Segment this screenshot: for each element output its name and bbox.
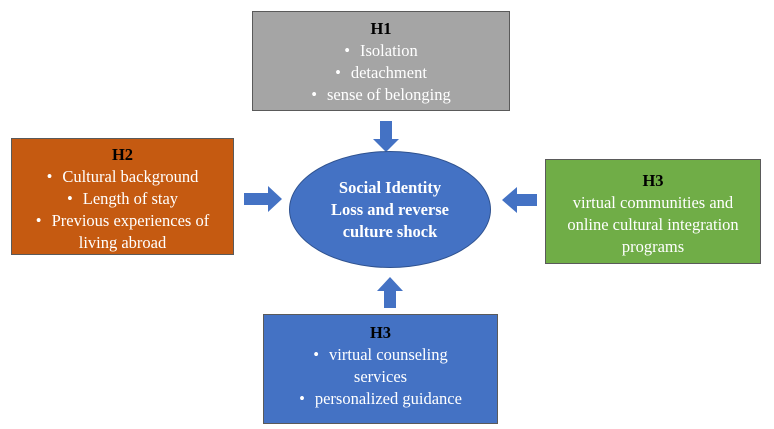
- bullet-icon: •: [66, 189, 73, 208]
- central-concept-ellipse: Social Identity Loss and reverse culture…: [289, 151, 491, 268]
- bullet-icon: •: [299, 389, 305, 408]
- hypothesis-box-h3-bottom: H3 • virtual counseling services • persona…: [263, 314, 498, 424]
- central-concept-label: Social Identity Loss and reverse culture…: [331, 177, 449, 241]
- hypothesis-box-h1: H1 • Isolation • detachment • sense of belo…: [252, 11, 510, 111]
- h3-bottom-title: H3: [369, 323, 392, 342]
- h2-title: H2: [111, 145, 134, 164]
- h3-bottom-item-label: personalized guidance: [314, 389, 462, 408]
- bullet-icon: •: [344, 41, 351, 60]
- h1-item-label: detachment: [350, 63, 427, 82]
- h3-bottom-item: • personalized guidance: [264, 388, 497, 410]
- h1-item: • detachment: [253, 62, 509, 84]
- h2-item-label: Previous experiences of living abroad: [51, 211, 210, 252]
- arrow-h1-to-center: [373, 121, 399, 152]
- h3-right-title: H3: [642, 171, 664, 190]
- h2-item: • Length of stay: [12, 188, 233, 210]
- bullet-icon: •: [335, 63, 341, 82]
- h3-bottom-item: • virtual counseling services: [264, 344, 497, 388]
- arrow-h3-right-to-center: [502, 187, 537, 213]
- h2-item-label: Length of stay: [82, 189, 179, 208]
- h3-right-text: virtual communities and online cultural …: [567, 193, 739, 256]
- hypothesis-box-h3-right: H3 virtual communities and online cultur…: [545, 159, 761, 264]
- h2-item-label: Cultural background: [62, 167, 199, 186]
- h1-item: • Isolation: [253, 40, 509, 62]
- bullet-icon: •: [35, 211, 42, 230]
- arrow-h3-bottom-to-center: [377, 277, 403, 308]
- bullet-icon: •: [313, 345, 320, 364]
- h2-item: • Cultural background: [12, 166, 233, 188]
- h1-item: • sense of belonging: [253, 84, 509, 106]
- h1-title: H1: [370, 19, 392, 38]
- h3-bottom-item-label: virtual counseling services: [329, 345, 448, 386]
- hypothesis-box-h2: H2 •Cultural background •Length of stay …: [11, 138, 234, 255]
- bullet-icon: •: [46, 167, 53, 186]
- arrow-h2-to-center: [244, 186, 282, 212]
- h2-item: • Previous experiences of living abroad: [12, 210, 233, 254]
- h1-item-label: Isolation: [360, 41, 418, 60]
- h1-item-label: sense of belonging: [327, 85, 451, 104]
- bullet-icon: •: [311, 85, 318, 104]
